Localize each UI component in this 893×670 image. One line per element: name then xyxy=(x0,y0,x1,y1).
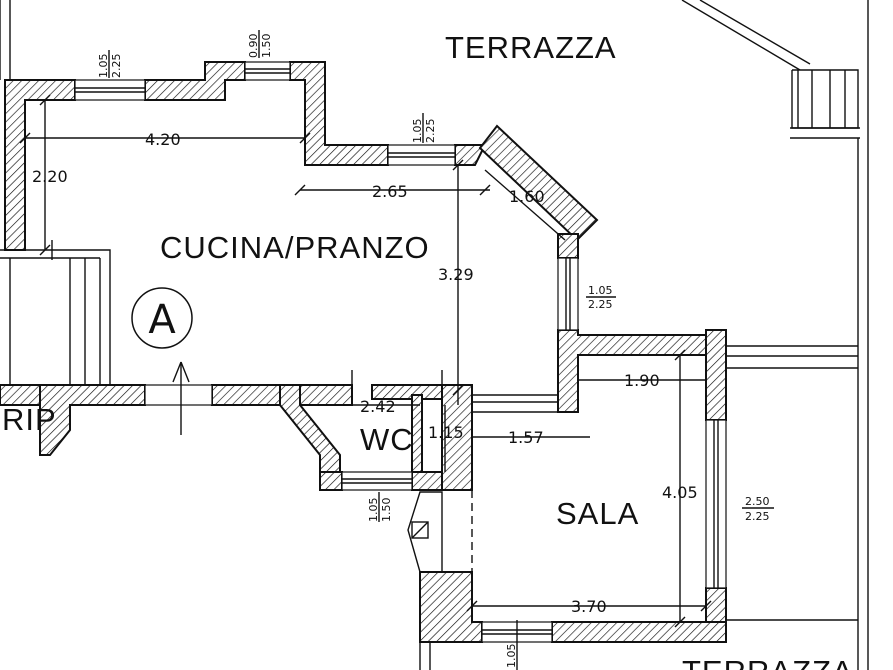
dim-sala-height: 4.05 xyxy=(662,483,698,502)
dim-cucina-height: 2.20 xyxy=(32,167,68,186)
walls xyxy=(0,61,727,643)
svg-text:2.50: 2.50 xyxy=(745,495,770,508)
svg-text:1.05: 1.05 xyxy=(97,54,110,79)
room-label-terrazza-top: TERRAZZA xyxy=(445,30,617,65)
dim-wc-depth: 1.15 xyxy=(428,423,464,442)
svg-text:2.25: 2.25 xyxy=(588,298,613,311)
window-label-w3: 1.05 2.25 xyxy=(411,113,437,143)
shaft xyxy=(407,490,473,573)
dimension-lines xyxy=(19,94,712,628)
dim-corridor: 1.57 xyxy=(508,428,544,447)
section-marker: A xyxy=(131,287,193,349)
dim-cucina-mid: 2.65 xyxy=(372,182,408,201)
terrace-outline xyxy=(0,0,869,670)
windows xyxy=(74,61,727,643)
window-label-w7: 1.05 xyxy=(505,620,518,670)
svg-text:2.25: 2.25 xyxy=(745,510,770,523)
window-label-w5: 2.50 2.25 xyxy=(742,495,774,523)
svg-text:1.05: 1.05 xyxy=(505,644,518,669)
svg-text:1.05: 1.05 xyxy=(588,284,613,297)
dim-cucina-depth: 3.29 xyxy=(438,265,474,284)
window-label-w6: 1.05 1.50 xyxy=(367,492,393,522)
room-label-sala: SALA xyxy=(556,496,639,531)
entrance-arrow xyxy=(172,361,190,435)
window-label-w1: 1.05 2.25 xyxy=(97,50,123,78)
svg-text:2.25: 2.25 xyxy=(424,119,437,144)
svg-text:1.05: 1.05 xyxy=(411,119,424,144)
svg-text:1.50: 1.50 xyxy=(380,498,393,523)
dim-wc-width: 2.42 xyxy=(360,397,396,416)
window-label-w4: 1.05 2.25 xyxy=(586,284,616,311)
dim-sala-width: 3.70 xyxy=(571,597,607,616)
stair-area xyxy=(0,240,111,385)
dim-cucina-width: 4.20 xyxy=(145,130,181,149)
room-label-wc: WC xyxy=(360,422,414,457)
room-label-cucina: CUCINA/PRANZO xyxy=(160,230,430,265)
svg-text:1.05: 1.05 xyxy=(367,498,380,523)
room-label-terrazza-bottom: TERRAZZA xyxy=(682,654,854,670)
dim-bay: 1.60 xyxy=(509,187,545,206)
window-label-w2: 0.90 1.50 xyxy=(247,30,273,58)
svg-text:2.25: 2.25 xyxy=(110,54,123,79)
svg-text:1.50: 1.50 xyxy=(260,34,273,59)
svg-text:A: A xyxy=(148,297,176,343)
svg-text:0.90: 0.90 xyxy=(247,34,260,59)
room-label-rip: RIP xyxy=(2,402,57,437)
dim-sala-top: 1.90 xyxy=(624,371,660,390)
